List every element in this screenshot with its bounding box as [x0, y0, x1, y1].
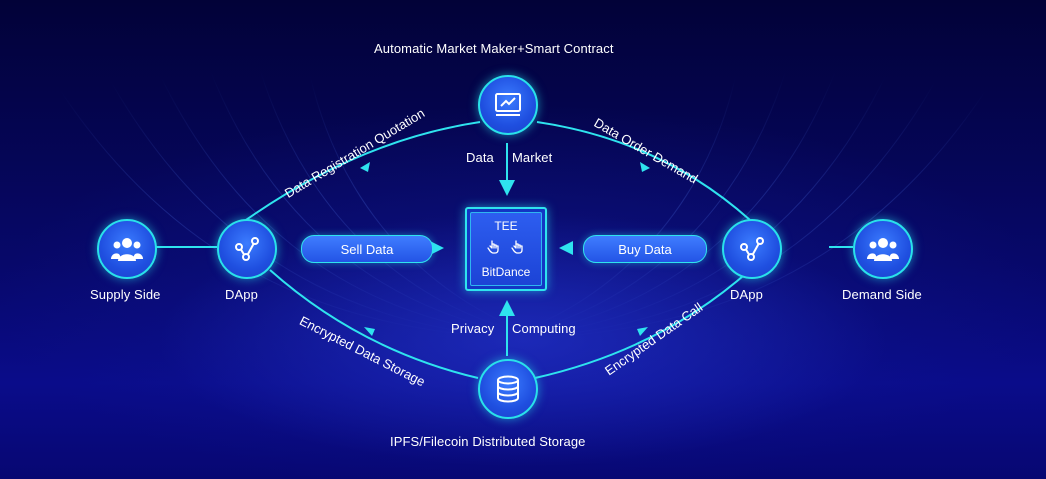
tee-hands [471, 239, 541, 255]
users-group-icon [111, 238, 143, 261]
buy-data-pill: Buy Data [583, 235, 707, 263]
storage-node [478, 359, 538, 419]
sell-data-pill: Sell Data [301, 235, 433, 263]
supply-side-node [97, 219, 157, 279]
dapp-right-node [722, 219, 782, 279]
computing-label: Computing [512, 321, 576, 336]
privacy-label: Privacy [451, 321, 495, 336]
database-icon [497, 375, 519, 403]
chart-monitor-icon [495, 93, 521, 116]
curve-order [536, 121, 751, 221]
demand-side-label: Demand Side [842, 287, 922, 302]
market-maker-title: Automatic Market Maker+Smart Contract [374, 41, 614, 56]
curve-call [534, 269, 751, 379]
tee-inner: TEE BitDance [470, 212, 542, 286]
dapp-left-node [217, 219, 277, 279]
market-node [478, 75, 538, 135]
curve-registration [245, 121, 481, 221]
hand-pointer-icon [511, 240, 523, 254]
dapp-network-icon [740, 237, 764, 261]
tee-box: TEE BitDance [465, 207, 547, 291]
market-label: Market [512, 150, 553, 165]
tee-title: TEE [494, 219, 518, 233]
data-label: Data [466, 150, 494, 165]
sell-data-label: Sell Data [340, 241, 394, 257]
storage-title: IPFS/Filecoin Distributed Storage [390, 434, 586, 449]
demand-side-node [853, 219, 913, 279]
supply-side-label: Supply Side [90, 287, 161, 302]
users-group-icon [867, 238, 899, 261]
curve-storage [269, 269, 479, 379]
hand-pointer-icon [487, 240, 499, 254]
buy-data-label: Buy Data [618, 241, 672, 257]
dapp-right-label: DApp [730, 287, 763, 302]
tee-brand: BitDance [481, 265, 531, 279]
dapp-left-label: DApp [225, 287, 258, 302]
dapp-network-icon [235, 237, 259, 261]
